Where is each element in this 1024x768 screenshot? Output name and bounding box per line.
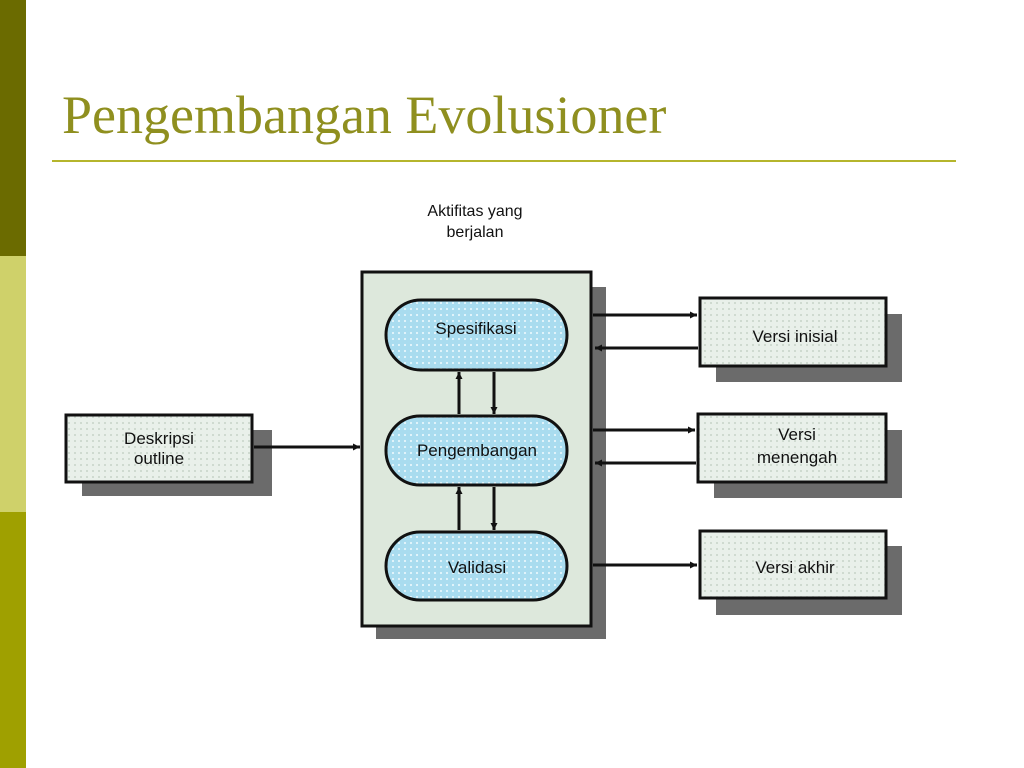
side-bar-light-segment bbox=[0, 256, 26, 512]
activity-caption-line-1: Aktifitas yang bbox=[427, 203, 523, 220]
initial-version-label: Versi inisial bbox=[752, 327, 837, 346]
activity-validation-pill bbox=[384, 530, 569, 602]
side-bar-mid-segment bbox=[0, 512, 26, 768]
activity-caption: Aktifitas yang berjalan bbox=[392, 201, 558, 243]
intermediate-version-box: Versi menengah bbox=[696, 412, 902, 498]
diagram-arrows bbox=[254, 311, 698, 569]
activity-development-label: Pengembangan bbox=[417, 441, 537, 460]
activity-development: Pengembangan bbox=[384, 414, 569, 487]
initial-version-frame bbox=[698, 296, 888, 368]
outline-description-frame bbox=[64, 413, 254, 484]
final-version-box: Versi akhir bbox=[698, 529, 902, 615]
final-version-frame bbox=[698, 529, 888, 600]
outline-description-label-line-1: Deskripsi bbox=[124, 429, 194, 448]
side-bar-dark-segment bbox=[0, 0, 26, 256]
activity-validation: Validasi bbox=[384, 530, 569, 602]
initial-version-box: Versi inisial bbox=[698, 296, 902, 382]
outline-description-box: Deskripsi outline bbox=[64, 413, 272, 496]
slide-title: Pengembangan Evolusioner bbox=[62, 85, 667, 145]
activity-specification-pill bbox=[384, 298, 569, 372]
title-underline bbox=[52, 160, 956, 162]
final-version-label: Versi akhir bbox=[755, 558, 835, 577]
activity-caption-line-2: berjalan bbox=[446, 224, 504, 241]
activity-specification: Spesifikasi bbox=[384, 298, 569, 372]
intermediate-version-frame bbox=[696, 412, 888, 484]
intermediate-version-label-line-1: Versi bbox=[778, 425, 816, 444]
activity-specification-label: Spesifikasi bbox=[435, 319, 516, 338]
intermediate-version-label-line-2: menengah bbox=[757, 448, 837, 467]
side-accent-bar bbox=[0, 0, 26, 768]
activity-validation-label: Validasi bbox=[448, 558, 506, 577]
activity-development-pill bbox=[384, 414, 569, 487]
outline-description-label-line-2: outline bbox=[134, 449, 184, 468]
